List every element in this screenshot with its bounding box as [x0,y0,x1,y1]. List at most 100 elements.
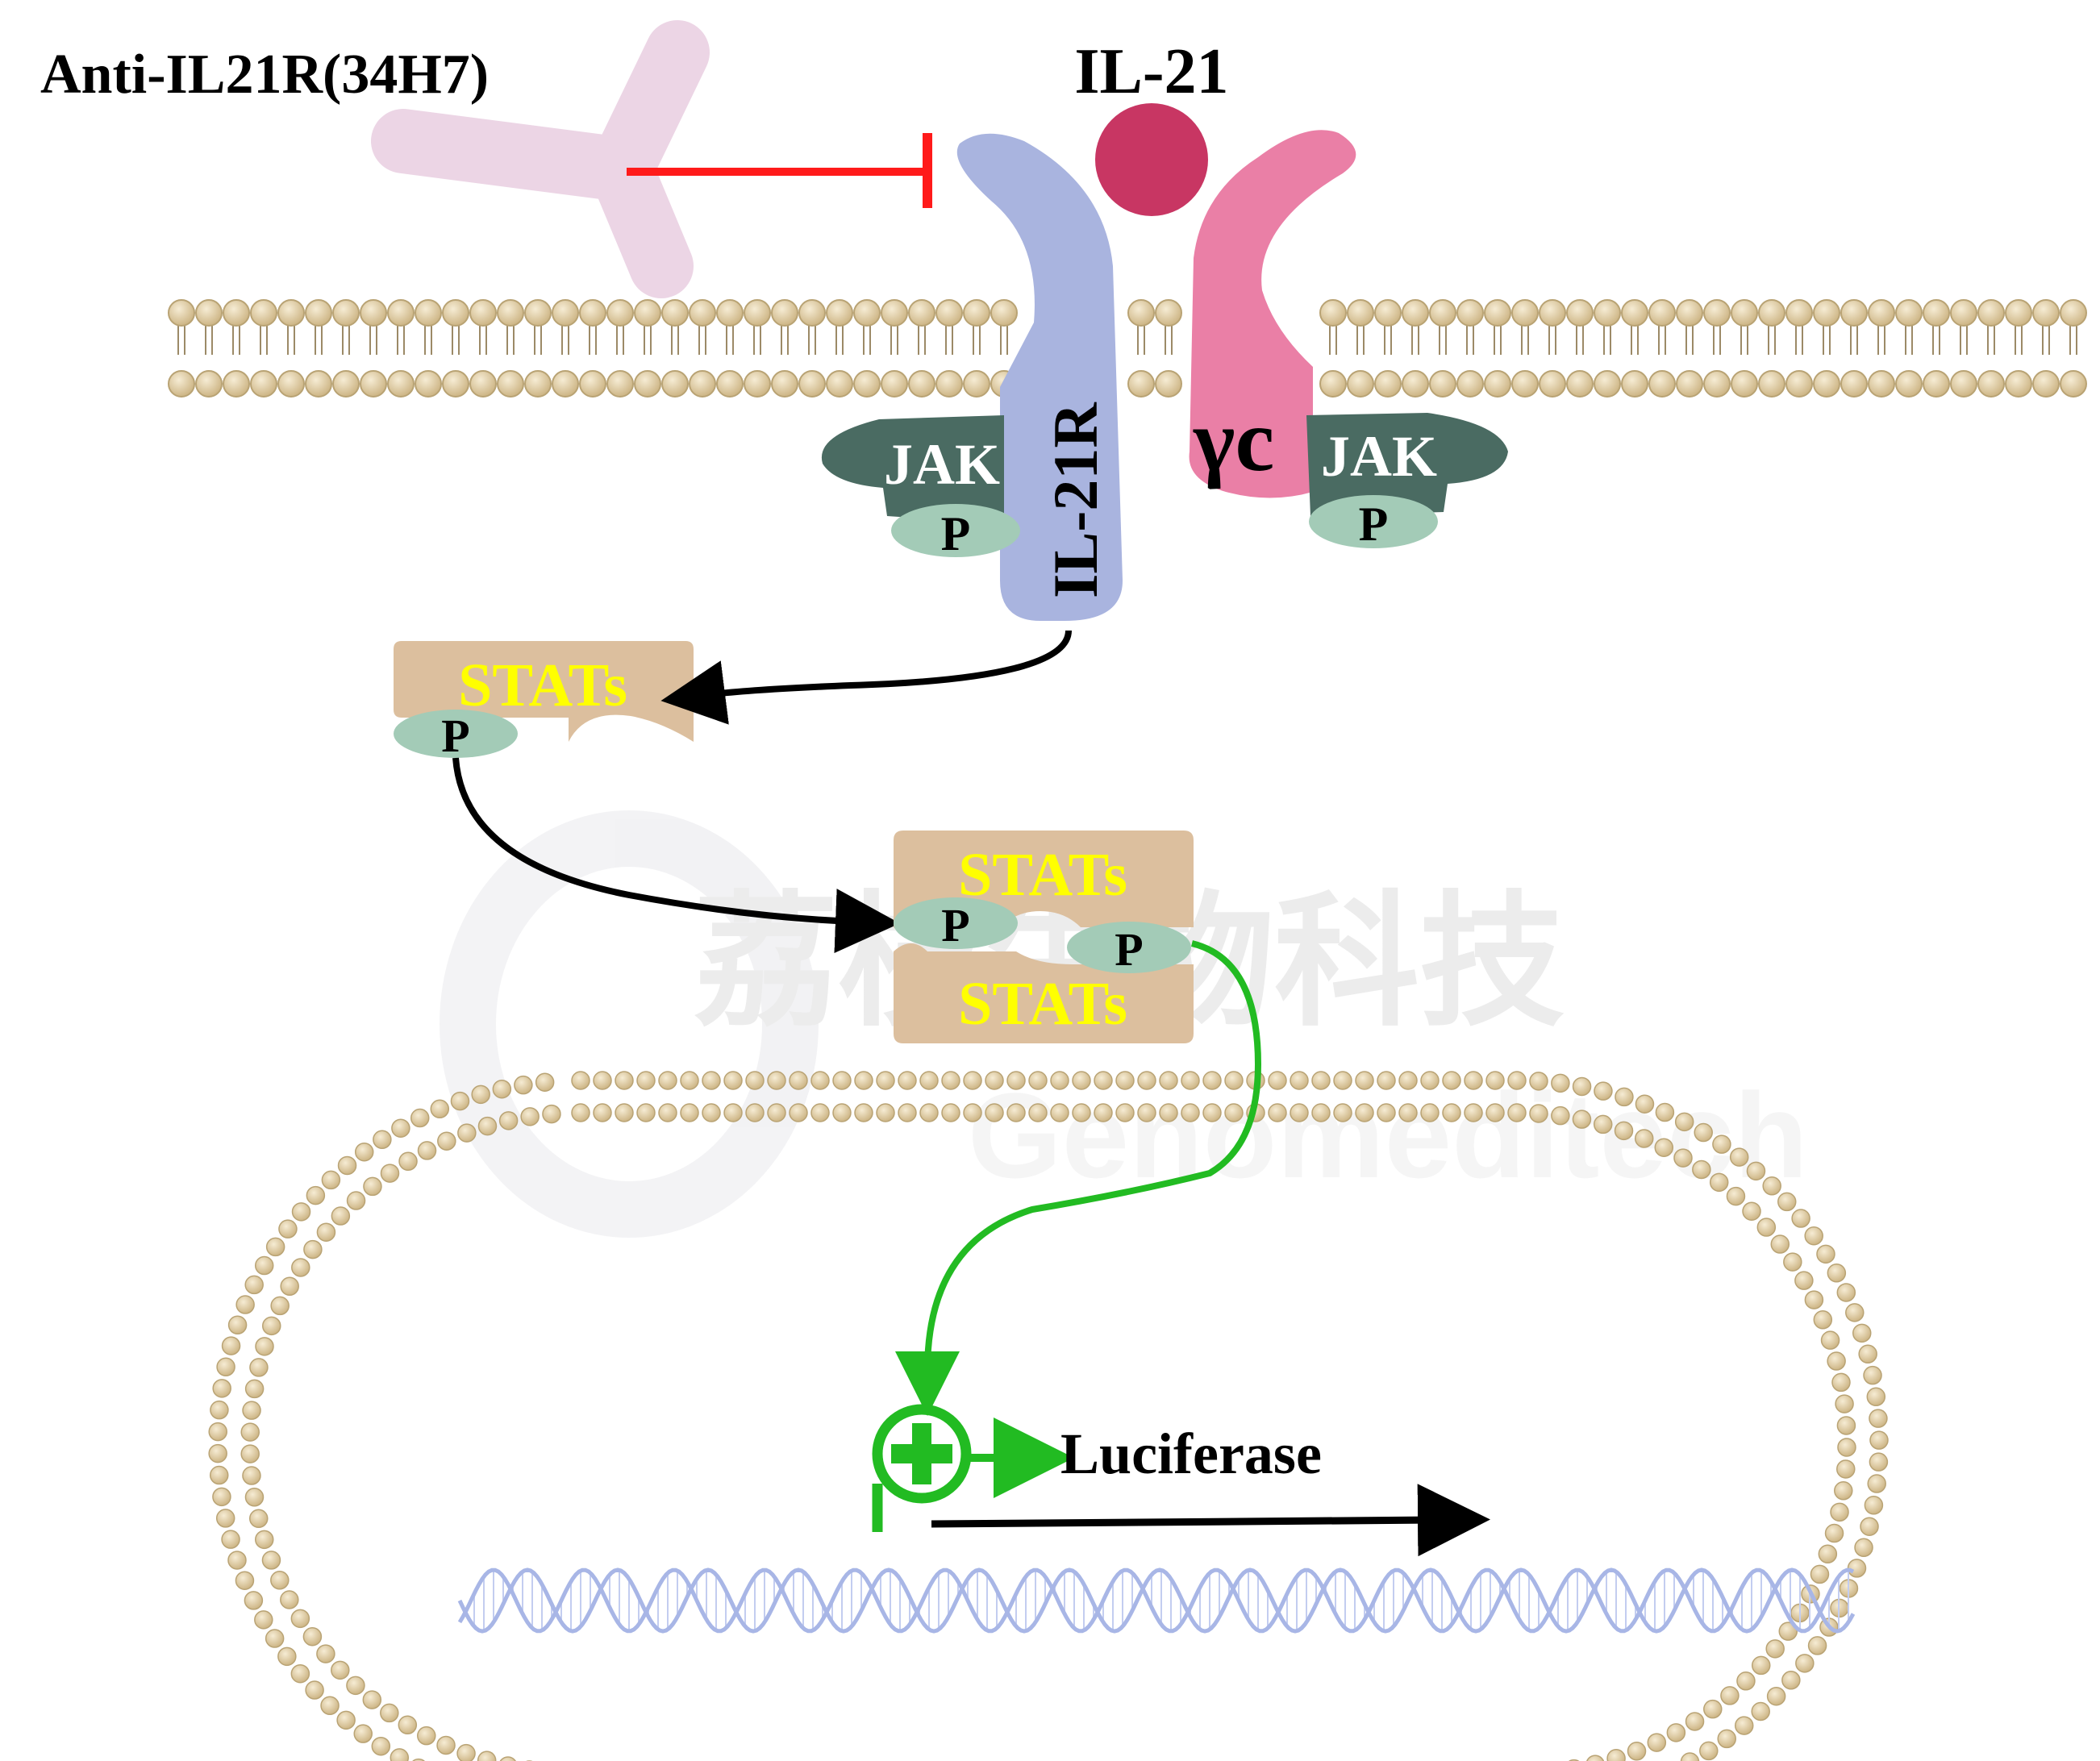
lipid-pair [827,300,852,397]
nuclear-lipid-head [266,1630,284,1647]
nuclear-lipid-head [1628,1742,1646,1760]
nuclear-lipid-head [1443,1072,1460,1089]
nuclear-lipid-head [250,1359,268,1376]
lipid-head [909,300,935,326]
nuclear-lipid-head [1864,1367,1881,1384]
lipid-head [1896,371,1922,397]
nuclear-lipid-head [1831,1503,1848,1521]
lipid-head [2060,371,2086,397]
lipid-head [169,371,194,397]
lipid-head [717,300,743,326]
lipid-head [827,371,852,397]
nuclear-lipid-head [241,1423,259,1441]
nuclear-lipid-head [245,1488,263,1506]
nuclear-lipid-head [267,1238,285,1255]
nuclear-lipid-head [898,1104,916,1122]
lipid-head [1923,371,1949,397]
lipid-head [1649,300,1675,326]
nuclear-lipid-head [1486,1104,1504,1122]
nuclear-lipid-head [1737,1672,1755,1690]
nuclear-lipid-head [1312,1104,1330,1122]
lipid-head [498,371,523,397]
lipid-pair [580,300,606,397]
lipid-pair [1786,300,1812,397]
nuclear-lipid-head [1766,1640,1784,1658]
nuclear-lipid-head [1586,1755,1604,1761]
lipid-pair [1375,300,1401,397]
lipid-pair [936,300,962,397]
nuclear-lipid-head [291,1665,309,1683]
nuclear-lipid-head [1796,1655,1814,1672]
nuclear-lipid-head [1819,1545,1836,1563]
nuclear-lipid-head [1269,1072,1286,1089]
nuclear-lipid-head [241,1445,259,1463]
lipid-pair [443,300,469,397]
lipid-pair [1731,300,1757,397]
nuclear-lipid-head [1674,1149,1692,1167]
lipid-pair [1485,300,1510,397]
nuclear-lipid-head [637,1072,655,1089]
nuclear-lipid-head [500,1112,518,1130]
lipid-head [1622,371,1648,397]
lipid-pair [1348,300,1373,397]
nuclear-lipid-head [1853,1324,1871,1342]
nuclear-lipid-head [1681,1753,1698,1761]
nuclear-lipid-head [331,1207,349,1225]
nuclear-lipid-head [1615,1088,1633,1105]
nuclear-lipid-head [1859,1345,1877,1363]
lipid-head [1731,300,1757,326]
lipid-head [690,300,715,326]
nuclear-lipid-head [1814,1311,1831,1329]
nuclear-lipid-head [451,1093,469,1110]
nuclear-lipid-head [411,1109,429,1127]
nuclear-lipid-head [1356,1072,1373,1089]
jak-right-label: JAK [1321,424,1437,489]
nuclear-lipid-head [1615,1122,1633,1139]
lipid-head [1457,300,1483,326]
lipid-pair [1677,300,1702,397]
lipid-pair [1704,300,1730,397]
lipid-head [1457,371,1483,397]
nuclear-lipid-head [746,1104,764,1122]
lipid-head [1567,371,1593,397]
nuclear-lipid-head [1607,1750,1625,1761]
dna-helix [460,1570,1853,1631]
nuclear-lipid-head [209,1423,227,1441]
lipid-head [607,300,633,326]
nuclear-lipid-head [659,1072,677,1089]
nuclear-lipid-head [877,1104,894,1122]
nuclear-lipid-head [1704,1701,1722,1718]
lipid-head [1485,300,1510,326]
lipid-head [635,300,660,326]
nuclear-lipid-head [1051,1072,1069,1089]
nuclear-lipid-head [1792,1209,1810,1227]
lipid-head [799,371,825,397]
nuclear-lipid-head [985,1072,1003,1089]
nuclear-lipid-head [1817,1245,1835,1263]
lipid-head [827,300,852,326]
lipid-head [169,300,194,326]
nuclear-lipid-head [1225,1104,1243,1122]
nuclear-lipid-head [271,1572,289,1589]
nuclear-lipid-head [1869,1453,1887,1471]
lipid-head [360,371,386,397]
nuclear-lipid-head [1805,1291,1823,1309]
lipid-head [744,300,770,326]
nuclear-lipid-head [458,1124,476,1142]
lipid-head [443,300,469,326]
lipid-pair [964,300,990,397]
nuclear-lipid-head [1530,1105,1548,1122]
nuclear-lipid-head [833,1072,851,1089]
nuclear-lipid-head [392,1119,410,1137]
nuclear-lipid-head [659,1104,677,1122]
nuclear-lipid-head [331,1661,349,1679]
nuclear-lipid-head [1867,1388,1885,1405]
lipid-head [580,300,606,326]
nuclear-lipid-head [1443,1104,1460,1122]
lipid-head [2060,300,2086,326]
nuclear-lipid-head [1693,1160,1710,1178]
lipid-head [388,300,414,326]
lipid-head [1786,371,1812,397]
nuclear-lipid-head [1752,1703,1769,1721]
lipid-pair [1649,300,1675,397]
